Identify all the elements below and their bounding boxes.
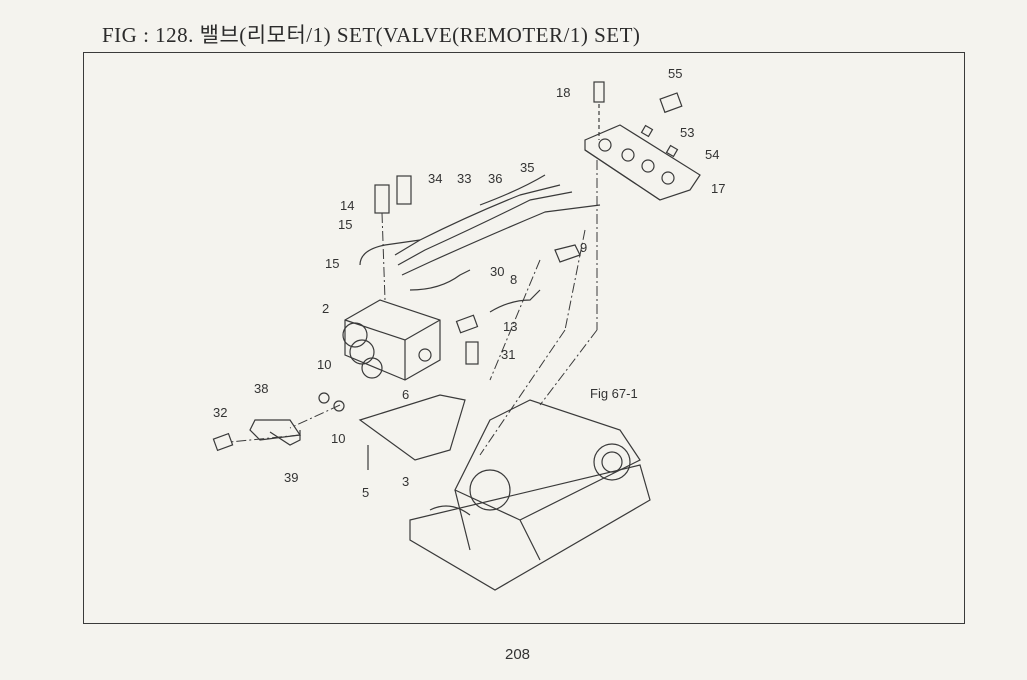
line-art (212, 81, 701, 591)
callout-55: 55 (668, 66, 682, 81)
diagram-frame (83, 52, 965, 624)
callout-10-lower: 10 (331, 431, 345, 446)
callout-39: 39 (284, 470, 298, 485)
figure-title: FIG : 128. 밸브(리모터/1) SET(VALVE(REMOTER/1… (102, 23, 641, 47)
callout-30: 30 (490, 264, 504, 279)
callout-34: 34 (428, 171, 442, 186)
callout-10-upper: 10 (317, 357, 331, 372)
callout-17: 17 (711, 181, 725, 196)
callout-labels: 55 18 53 54 17 35 34 33 36 14 15 15 9 30… (213, 66, 725, 500)
callout-54: 54 (705, 147, 719, 162)
callout-32: 32 (213, 405, 227, 420)
reference-label-fig-67-1: Fig 67-1 (590, 386, 638, 401)
callout-8: 8 (510, 272, 517, 287)
callout-15-lower: 15 (325, 256, 339, 271)
callout-14: 14 (340, 198, 354, 213)
callout-5: 5 (362, 485, 369, 500)
callout-36: 36 (488, 171, 502, 186)
callout-15-upper: 15 (338, 217, 352, 232)
callout-18: 18 (556, 85, 570, 100)
callout-9: 9 (580, 240, 587, 255)
callout-53: 53 (680, 125, 694, 140)
callout-31: 31 (501, 347, 515, 362)
callout-13: 13 (503, 319, 517, 334)
callout-6: 6 (402, 387, 409, 402)
callout-38: 38 (254, 381, 268, 396)
callout-3: 3 (402, 474, 409, 489)
callout-2: 2 (322, 301, 329, 316)
callout-35: 35 (520, 160, 534, 175)
callout-33: 33 (457, 171, 471, 186)
page-number: 208 (505, 646, 531, 663)
